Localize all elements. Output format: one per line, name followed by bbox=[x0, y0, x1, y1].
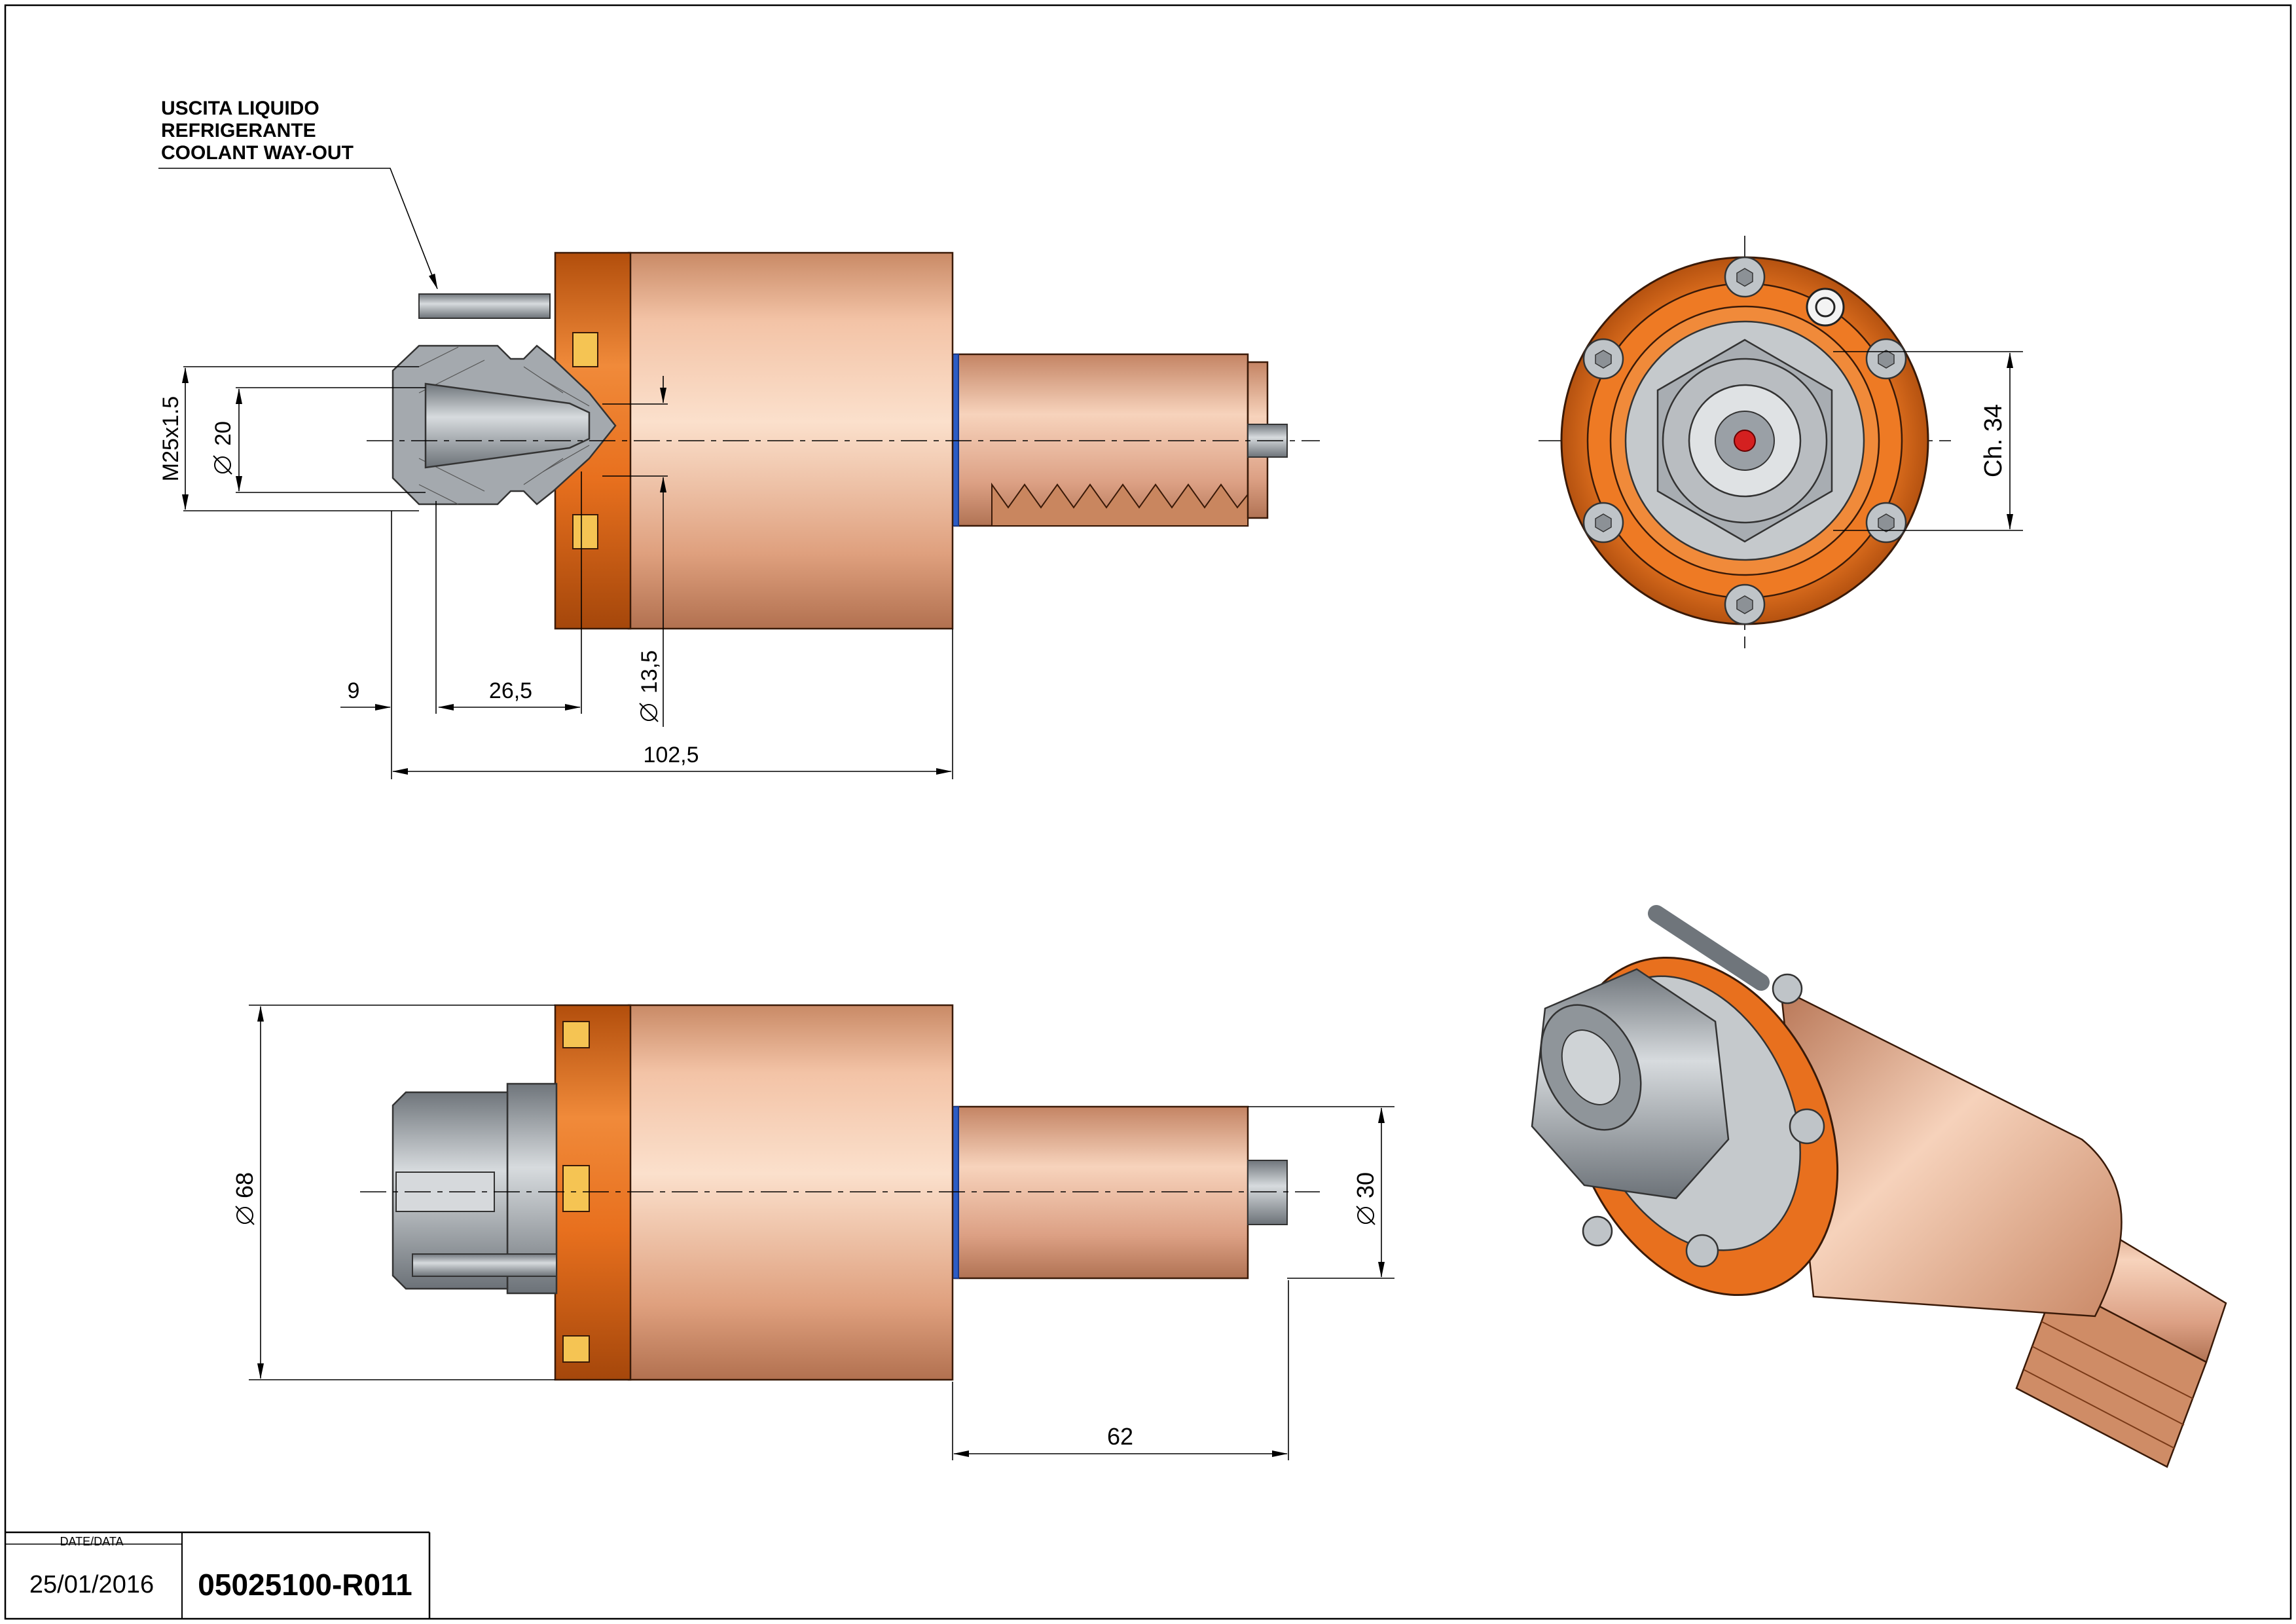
bore-diameter: 20 bbox=[211, 421, 236, 446]
drawing-date: 25/01/2016 bbox=[29, 1571, 154, 1598]
exterior-view-dimensions: 68 30 62 bbox=[231, 1005, 1394, 1460]
drawing-code: 05025100-R011 bbox=[198, 1568, 412, 1602]
side-exterior-view bbox=[360, 1004, 1320, 1381]
wrench-flat-dimension: Ch. 34 bbox=[1980, 404, 2007, 477]
side-section-view bbox=[367, 251, 1320, 630]
callout-line-3: COOLANT WAY-OUT bbox=[161, 142, 354, 164]
coolant-pipe bbox=[418, 293, 551, 319]
callout-line-1: USCITA LIQUIDO bbox=[161, 98, 319, 119]
front-end-view: Ch. 34 bbox=[1539, 236, 2023, 648]
coolant-hole-diameter: 13,5 bbox=[637, 650, 662, 693]
shank-serration bbox=[991, 482, 1248, 526]
collet-cone bbox=[424, 382, 591, 469]
shank-diameter: 30 bbox=[1352, 1172, 1379, 1198]
side-view-dimensions: USCITA LIQUIDO REFRIGERANTE COOLANT WAY-… bbox=[158, 98, 953, 779]
diameter-symbol-icon bbox=[214, 456, 231, 473]
iso-body bbox=[1779, 987, 2123, 1318]
title-block: DATE/DATA 25/01/2016 05025100-R011 bbox=[5, 1531, 431, 1619]
shank bbox=[953, 353, 1249, 527]
coolant-port bbox=[1806, 287, 1845, 327]
iso-coolant-pipe bbox=[1648, 905, 1770, 991]
coolant-pipe-side bbox=[412, 1253, 557, 1277]
callout-line-2: REFRIGERANTE bbox=[161, 120, 316, 141]
collet-length-dimension: 26,5 bbox=[489, 678, 532, 703]
shank-length-dimension: 62 bbox=[1107, 1423, 1133, 1450]
thread-dimension: M25x1.5 bbox=[158, 396, 183, 481]
body-diameter: 68 bbox=[231, 1172, 258, 1198]
date-label: DATE/DATA bbox=[60, 1535, 123, 1548]
coolant-outlet-hole bbox=[1734, 430, 1756, 452]
isometric-view bbox=[1531, 905, 2227, 1468]
ref-dimension-9: 9 bbox=[348, 678, 360, 703]
overall-length-dimension: 102,5 bbox=[643, 743, 699, 767]
